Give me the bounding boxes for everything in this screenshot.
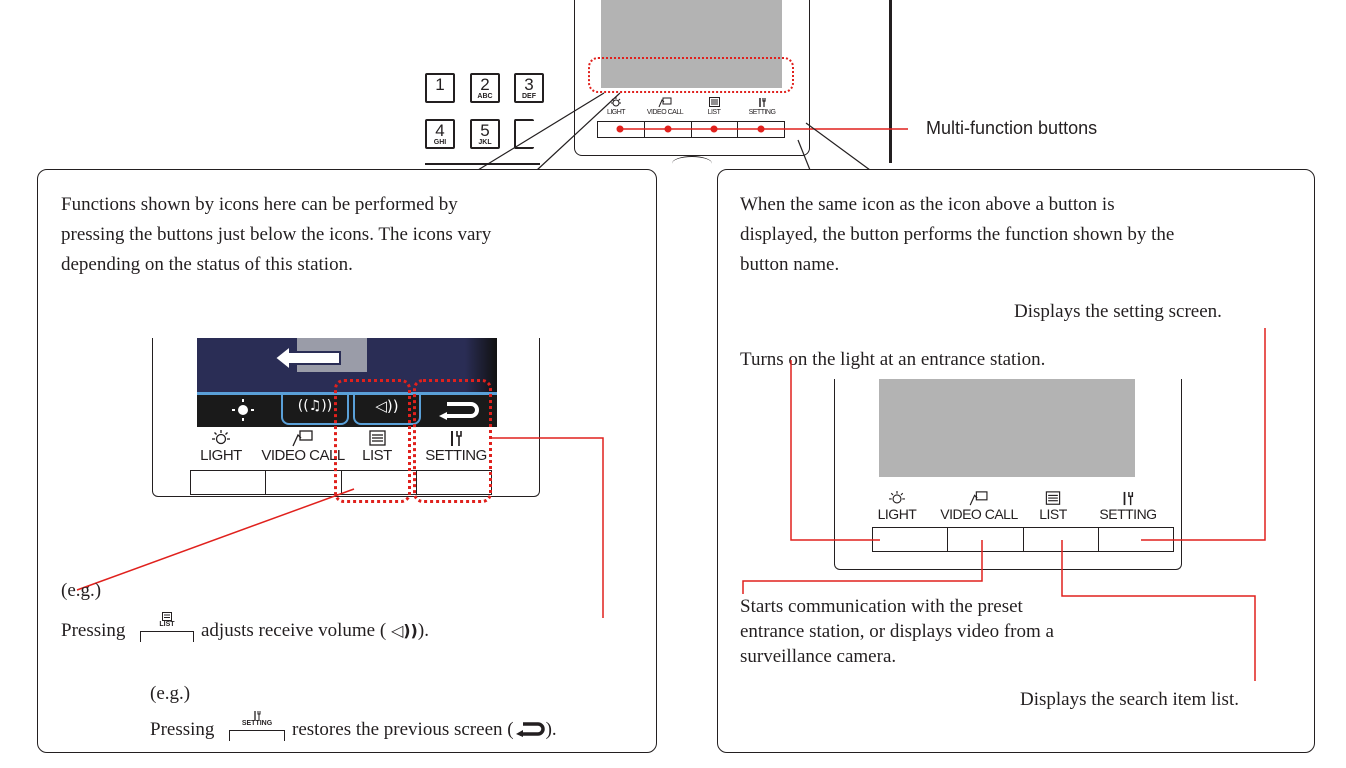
- bar-icon-call: ((♫)): [281, 392, 349, 425]
- closeup-label-video-call: VIDEO CALL: [261, 430, 345, 463]
- video-call-icon: [658, 97, 672, 108]
- right-button-video-call[interactable]: [948, 528, 1024, 551]
- list-icon: [368, 430, 386, 446]
- closeup-button-list[interactable]: [342, 471, 417, 494]
- device-screen: [601, 0, 782, 88]
- left-panel-intro: Functions shown by icons here can be per…: [61, 194, 492, 275]
- highlight-list: [334, 379, 411, 503]
- list-icon: [162, 612, 172, 621]
- right-device-closeup: LIGHT VIDEO CALL LIST SETTING: [834, 379, 1182, 570]
- device-edge: [889, 0, 892, 163]
- multi-function-label: Multi-function buttons: [926, 118, 1098, 138]
- right-label-list: LIST: [1025, 491, 1081, 521]
- device-illustration: LIGHT VIDEO CALL LIST SETTING Multi-func…: [0, 0, 1346, 170]
- setting-icon: [451, 431, 462, 446]
- key-1[interactable]: 1: [425, 73, 455, 103]
- right-button-light[interactable]: [873, 528, 949, 551]
- closeup-button-light[interactable]: [191, 471, 267, 494]
- bell-ring-icon: ((♫)): [297, 398, 333, 414]
- left-panel: Functions shown by icons here can be per…: [37, 169, 657, 753]
- bar-icon-volume: ◁)): [353, 392, 421, 425]
- light-desc: Turns on the light at an entrance statio…: [740, 349, 1046, 370]
- example2-eg: (e.g.): [150, 683, 191, 704]
- right-panel-intro: When the same icon as the icon above a b…: [740, 194, 1175, 275]
- setting-desc: Displays the setting screen.: [1014, 301, 1222, 322]
- right-label-light: LIGHT: [867, 491, 927, 521]
- closeup-label-setting: SETTING: [421, 430, 491, 463]
- closeup-label-light: LIGHT: [191, 430, 251, 463]
- top-icon-video-call: VIDEO CALL: [640, 97, 690, 116]
- setting-icon: [1123, 491, 1134, 506]
- video-desc: Starts communication with the preset ent…: [740, 596, 1054, 667]
- sun-icon: [232, 399, 254, 421]
- right-label-video-call: VIDEO CALL: [939, 491, 1019, 521]
- highlight-setting: [413, 379, 492, 503]
- left-arrow-icon: [273, 343, 341, 373]
- zoom-lines: [477, 92, 871, 171]
- right-button-row: [872, 527, 1174, 552]
- left-red-connectors: [76, 437, 604, 618]
- device-bump: [672, 156, 712, 171]
- example2-button-glyph: SETTING: [229, 711, 285, 741]
- right-red-connectors: [742, 328, 1266, 681]
- speaker-icon: ◁)): [375, 397, 399, 415]
- top-icon-setting: SETTING: [742, 97, 782, 116]
- right-screen: [879, 379, 1135, 477]
- example2-sentence: Pressing SETTING restores the previous s…: [150, 711, 650, 745]
- back-icon: [515, 722, 545, 737]
- list-icon: [708, 97, 720, 107]
- screen-icon-bar: ((♫)) ◁)): [197, 392, 497, 427]
- right-panel: When the same icon as the icon above a b…: [717, 169, 1315, 753]
- multi-function-callout-line: [616, 125, 908, 133]
- setting-icon: [254, 711, 261, 720]
- example1-button-glyph: LIST: [140, 612, 194, 642]
- light-icon: [889, 491, 905, 504]
- light-icon: [611, 97, 621, 107]
- back-icon: [439, 402, 479, 420]
- example1-eg: (e.g.): [61, 580, 102, 601]
- right-button-list[interactable]: [1024, 528, 1099, 551]
- left-device-closeup: ((♫)) ◁)) LIGHT VIDEO CALL LIST SETTING: [152, 338, 540, 497]
- setting-icon: [759, 98, 766, 107]
- example1-sentence: Pressing LIST adjusts receive volume ( ◁…: [61, 612, 621, 646]
- bar-icon-light: [215, 398, 271, 422]
- list-desc: Displays the search item list.: [1020, 689, 1239, 710]
- bar-icon-back: [435, 399, 485, 421]
- volume-icon: ◁)): [390, 621, 418, 640]
- list-icon: [1045, 491, 1061, 505]
- light-icon: [212, 430, 230, 445]
- icon-area-highlight: [588, 57, 794, 93]
- key-row-3-partial: [425, 163, 540, 173]
- closeup-label-list: LIST: [349, 430, 405, 463]
- top-icon-list: LIST: [696, 97, 732, 116]
- key-6-partial[interactable]: [514, 119, 534, 149]
- video-call-icon: [292, 430, 313, 447]
- video-call-icon: [969, 491, 988, 506]
- closeup-button-row: [190, 470, 492, 495]
- right-label-setting: SETTING: [1093, 491, 1163, 521]
- closeup-button-video-call[interactable]: [266, 471, 342, 494]
- top-icon-light: LIGHT: [596, 97, 636, 116]
